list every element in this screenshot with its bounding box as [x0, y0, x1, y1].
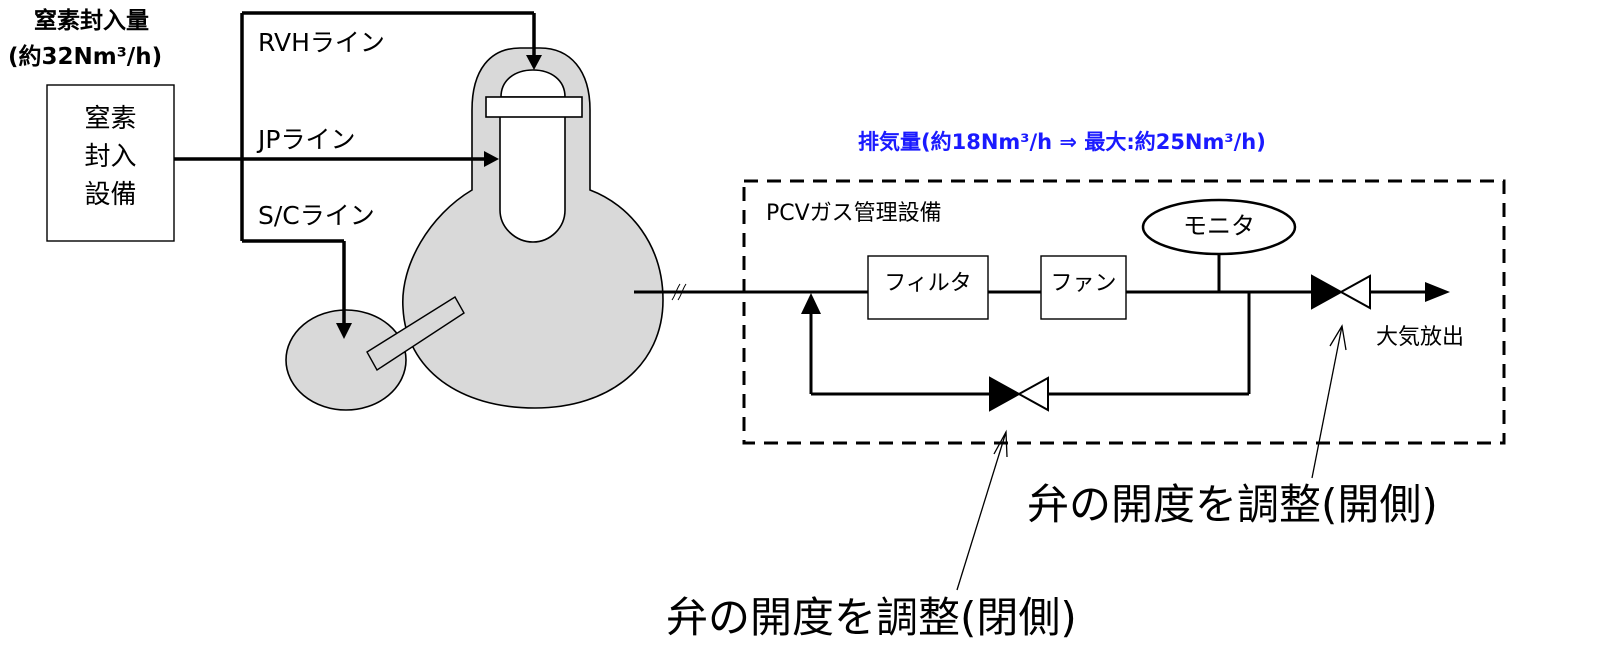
nitrogen-equipment-box	[46, 84, 175, 242]
annotation-close-side: 弁の開度を調整(閉側)	[666, 593, 1077, 642]
rvh-arrowhead	[526, 55, 542, 70]
jp-arrowhead	[484, 151, 499, 167]
nitrogen-equipment-line-2: 封入	[84, 142, 137, 172]
pcv-title: PCVガス管理設備	[766, 201, 942, 226]
pcv-boundary	[742, 179, 1506, 445]
release-label: 大気放出	[1376, 325, 1465, 350]
line-break-marker	[671, 283, 687, 301]
reactor-dome	[500, 69, 566, 98]
rvh-line-label: RVHライン	[258, 28, 385, 57]
nitrogen-equipment-label: 窒素 封入 設備	[47, 100, 174, 214]
sc-line-label: S/Cライン	[258, 201, 375, 230]
exhaust-label: 排気量(約18Nm³/h ⇒ 最大:約25Nm³/h)	[858, 130, 1266, 154]
reactor-vessel	[499, 111, 566, 243]
fan-box	[1040, 255, 1127, 320]
release-arrowhead	[1425, 282, 1450, 302]
filter-label: フィルタ	[884, 271, 972, 296]
vent-pipe	[366, 296, 465, 371]
nitrogen-title: 窒素封入量	[34, 8, 149, 34]
nitrogen-equipment-line-3: 設備	[84, 180, 137, 210]
annotation-arrowheads	[993, 324, 1347, 458]
annotation-pointers	[956, 325, 1343, 591]
nitrogen-flow: (約32Nm³/h)	[8, 44, 163, 70]
exhaust-line	[634, 255, 1428, 396]
recirculation-arrowhead	[801, 293, 821, 314]
bypass-valve	[989, 376, 1049, 412]
monitor-ellipse	[1141, 198, 1297, 256]
injection-lines	[174, 11, 536, 325]
filter-box	[867, 255, 989, 320]
reactor-flange	[485, 96, 583, 118]
outlet-valve	[1311, 274, 1371, 310]
sc-arrowhead	[336, 323, 352, 339]
jp-line-label: JPライン	[258, 125, 356, 154]
monitor-label: モニタ	[1183, 212, 1255, 240]
suppression-chamber	[285, 309, 407, 411]
fan-label: ファン	[1050, 271, 1117, 296]
nitrogen-equipment-line-1: 窒素	[84, 104, 137, 134]
annotation-open-side: 弁の開度を調整(開側)	[1027, 480, 1438, 529]
